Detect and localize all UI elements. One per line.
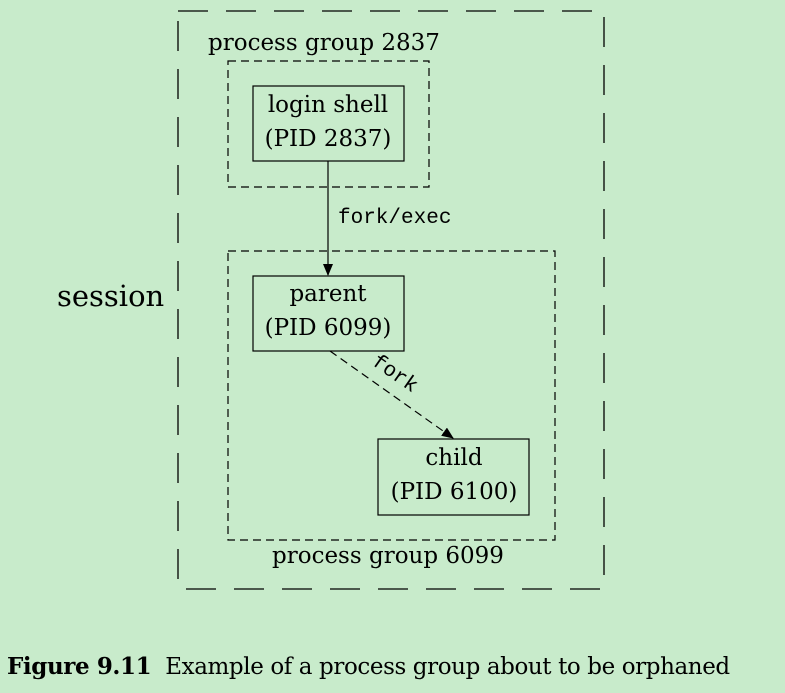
process-group-2837-box: [227, 60, 430, 188]
parent-box: [252, 275, 405, 352]
parent-name: parent: [289, 281, 367, 307]
figure-number: Figure 9.11: [7, 653, 152, 680]
caption-text: Example of a process group about to be o…: [165, 654, 730, 680]
process-group-2837-label: process group 2837: [208, 30, 440, 56]
figure-caption: Figure 9.11 Example of a process group ab…: [7, 653, 730, 680]
process-group-6099-label: process group 6099: [272, 543, 504, 569]
child-box: [377, 438, 530, 516]
session-box: [177, 10, 605, 590]
session-label: session: [57, 279, 164, 313]
fork-exec-label: fork/exec: [338, 207, 451, 230]
process-group-diagram: session process group 2837 login shell (…: [57, 10, 605, 590]
parent-pid: (PID 6099): [265, 315, 392, 341]
fork-label: fork: [367, 351, 421, 399]
login-shell-pid: (PID 2837): [265, 126, 392, 152]
login-shell-name: login shell: [268, 92, 388, 118]
child-name: child: [425, 445, 482, 471]
process-group-6099-box: [227, 250, 556, 541]
child-pid: (PID 6100): [391, 479, 518, 505]
